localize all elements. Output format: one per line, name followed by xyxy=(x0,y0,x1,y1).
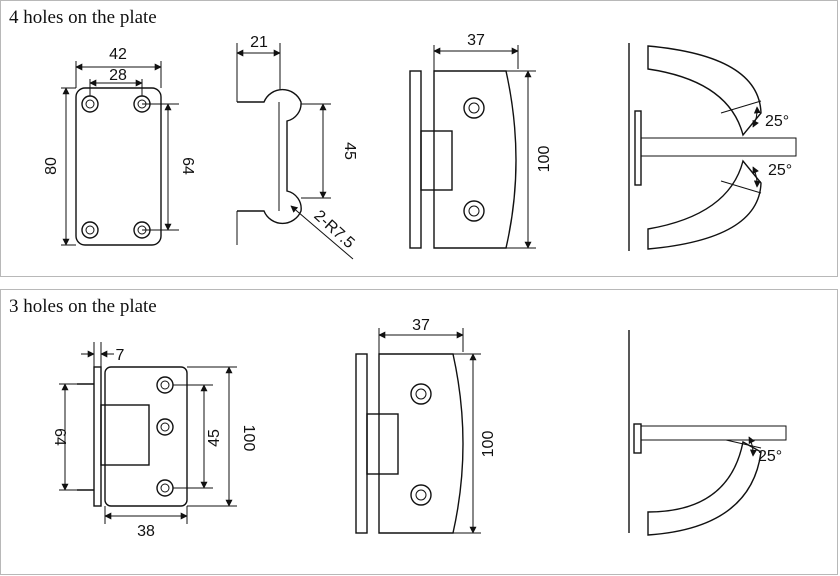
dim-offset: 7 xyxy=(116,347,125,364)
dim-width-inner: 28 xyxy=(109,67,127,84)
plate-outline xyxy=(75,87,162,246)
panel-3-holes: 3 holes on the plate xyxy=(0,289,838,575)
plate-front-view xyxy=(61,61,179,246)
dim-radius: 2-R7.5 xyxy=(310,207,357,252)
dim-height-outer: 100 xyxy=(240,425,257,452)
angle-lower: 25° xyxy=(768,162,792,179)
plate-front-view xyxy=(59,342,237,524)
dim-height-inner: 45 xyxy=(206,429,223,447)
panel-title-4-holes: 4 holes on the plate xyxy=(9,7,157,28)
hole xyxy=(81,221,99,239)
panel-4-holes: 4 holes on the plate 42 28 80 64 xyxy=(0,0,838,277)
dim-thickness: 21 xyxy=(250,34,268,51)
angle-upper: 25° xyxy=(765,113,789,130)
dim-height-inner: 64 xyxy=(179,157,196,175)
dim-hinge-height: 100 xyxy=(480,431,497,458)
dim-hinge-height: 100 xyxy=(536,146,553,173)
diagram-3-holes: 7 64 45 100 38 37 100 25° xyxy=(51,317,787,540)
hinge-top-view xyxy=(628,43,797,251)
dim-width: 38 xyxy=(137,523,155,540)
diagram-4-holes: 42 28 80 64 21 45 2-R7.5 xyxy=(43,32,797,260)
dim-height-left: 64 xyxy=(51,428,68,446)
hole xyxy=(410,383,432,405)
dim-height-outer: 80 xyxy=(43,157,60,175)
hinge-front-view xyxy=(355,328,481,534)
hole xyxy=(156,376,174,394)
angle-lower: 25° xyxy=(758,448,782,465)
dim-hinge-width: 37 xyxy=(412,317,430,334)
hole xyxy=(156,418,174,436)
hole xyxy=(156,479,174,497)
panel-title-3-holes: 3 holes on the plate xyxy=(9,296,157,317)
dim-gap: 45 xyxy=(341,142,358,160)
hole xyxy=(463,200,485,222)
hole xyxy=(463,97,485,119)
hole xyxy=(81,95,99,113)
plate-side-view xyxy=(236,43,354,260)
dim-width-outer: 42 xyxy=(109,46,127,63)
hinge-front-view xyxy=(409,45,536,249)
hole xyxy=(410,484,432,506)
dim-hinge-width: 37 xyxy=(467,32,485,49)
hinge-top-view xyxy=(628,330,787,536)
